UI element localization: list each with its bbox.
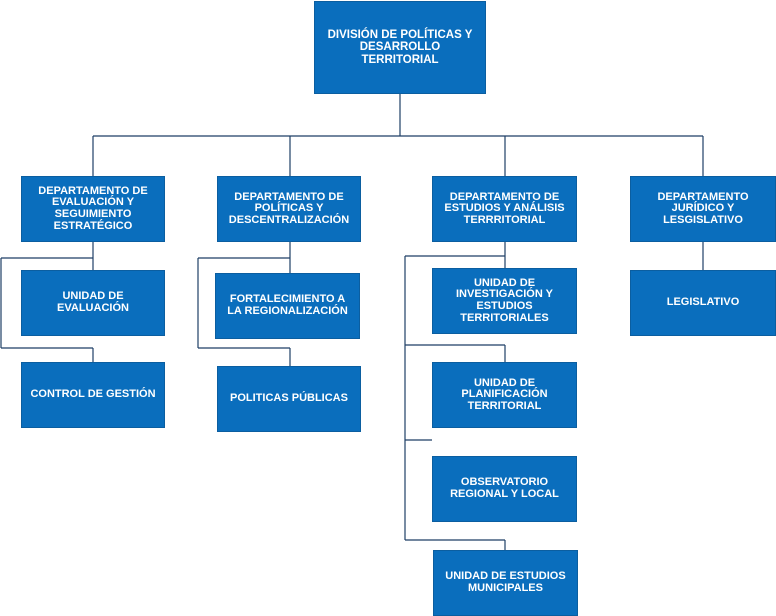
- unit-control-gestion-box: CONTROL DE GESTIÓN: [21, 362, 165, 428]
- root-box: DIVISIÓN DE POLÍTICAS Y DESARROLLO TERRI…: [314, 1, 486, 94]
- unit-investigacion-box: UNIDAD DE INVESTIGACIÓN Y ESTUDIOS TERRI…: [432, 268, 577, 334]
- dept-evaluacion-box: DEPARTAMENTO DE EVALUACIÓN Y SEGUIMIENTO…: [21, 176, 165, 242]
- dept-label: DEPARTAMENTO DE ESTUDIOS Y ANÁLISIS TERR…: [444, 190, 565, 226]
- dept-label: DEPARTAMENTO DE EVALUACIÓN Y SEGUIMIENTO…: [38, 184, 148, 232]
- unit-label: LEGISLATIVO: [666, 296, 740, 309]
- dept-juridico-box: DEPARTAMENTO JURÍDICO Y LESGISLATIVO: [630, 176, 776, 242]
- dept-label: DEPARTAMENTO JURÍDICO Y LESGISLATIVO: [657, 190, 749, 226]
- dept-estudios-box: DEPARTAMENTO DE ESTUDIOS Y ANÁLISIS TERR…: [432, 176, 577, 242]
- unit-label: POLITICAS PÚBLICAS: [230, 392, 348, 405]
- dept-label: DEPARTAMENTO DE POLÍTICAS Y DESCENTRALIZ…: [228, 190, 350, 226]
- unit-label: CONTROL DE GESTIÓN: [30, 388, 156, 401]
- dept-politicas-box: DEPARTAMENTO DE POLÍTICAS Y DESCENTRALIZ…: [217, 176, 361, 242]
- unit-legislativo-box: LEGISLATIVO: [630, 270, 776, 336]
- unit-label: UNIDAD DE EVALUACIÓN: [57, 290, 129, 314]
- unit-label: OBSERVATORIO REGIONAL Y LOCAL: [450, 476, 559, 500]
- unit-label: UNIDAD DE ESTUDIOS MUNICIPALES: [445, 570, 566, 594]
- unit-planificacion-box: UNIDAD DE PLANIFICACIÓN TERRITORIAL: [432, 362, 577, 428]
- unit-label: UNIDAD DE PLANIFICACIÓN TERRITORIAL: [461, 376, 548, 412]
- root-label: DIVISIÓN DE POLÍTICAS Y DESARROLLO TERRI…: [327, 29, 473, 66]
- unit-label: UNIDAD DE INVESTIGACIÓN Y ESTUDIOS TERRI…: [456, 276, 553, 324]
- unit-evaluacion-box: UNIDAD DE EVALUACIÓN: [21, 270, 165, 336]
- unit-observatorio-box: OBSERVATORIO REGIONAL Y LOCAL: [432, 456, 577, 522]
- unit-label: FORTALECIMIENTO A LA REGIONALIZACIÓN: [227, 293, 348, 317]
- unit-politicas-publicas-box: POLITICAS PÚBLICAS: [217, 366, 361, 432]
- unit-fortalecimiento-box: FORTALECIMIENTO A LA REGIONALIZACIÓN: [215, 273, 360, 339]
- unit-estudios-municipales-box: UNIDAD DE ESTUDIOS MUNICIPALES: [433, 550, 578, 616]
